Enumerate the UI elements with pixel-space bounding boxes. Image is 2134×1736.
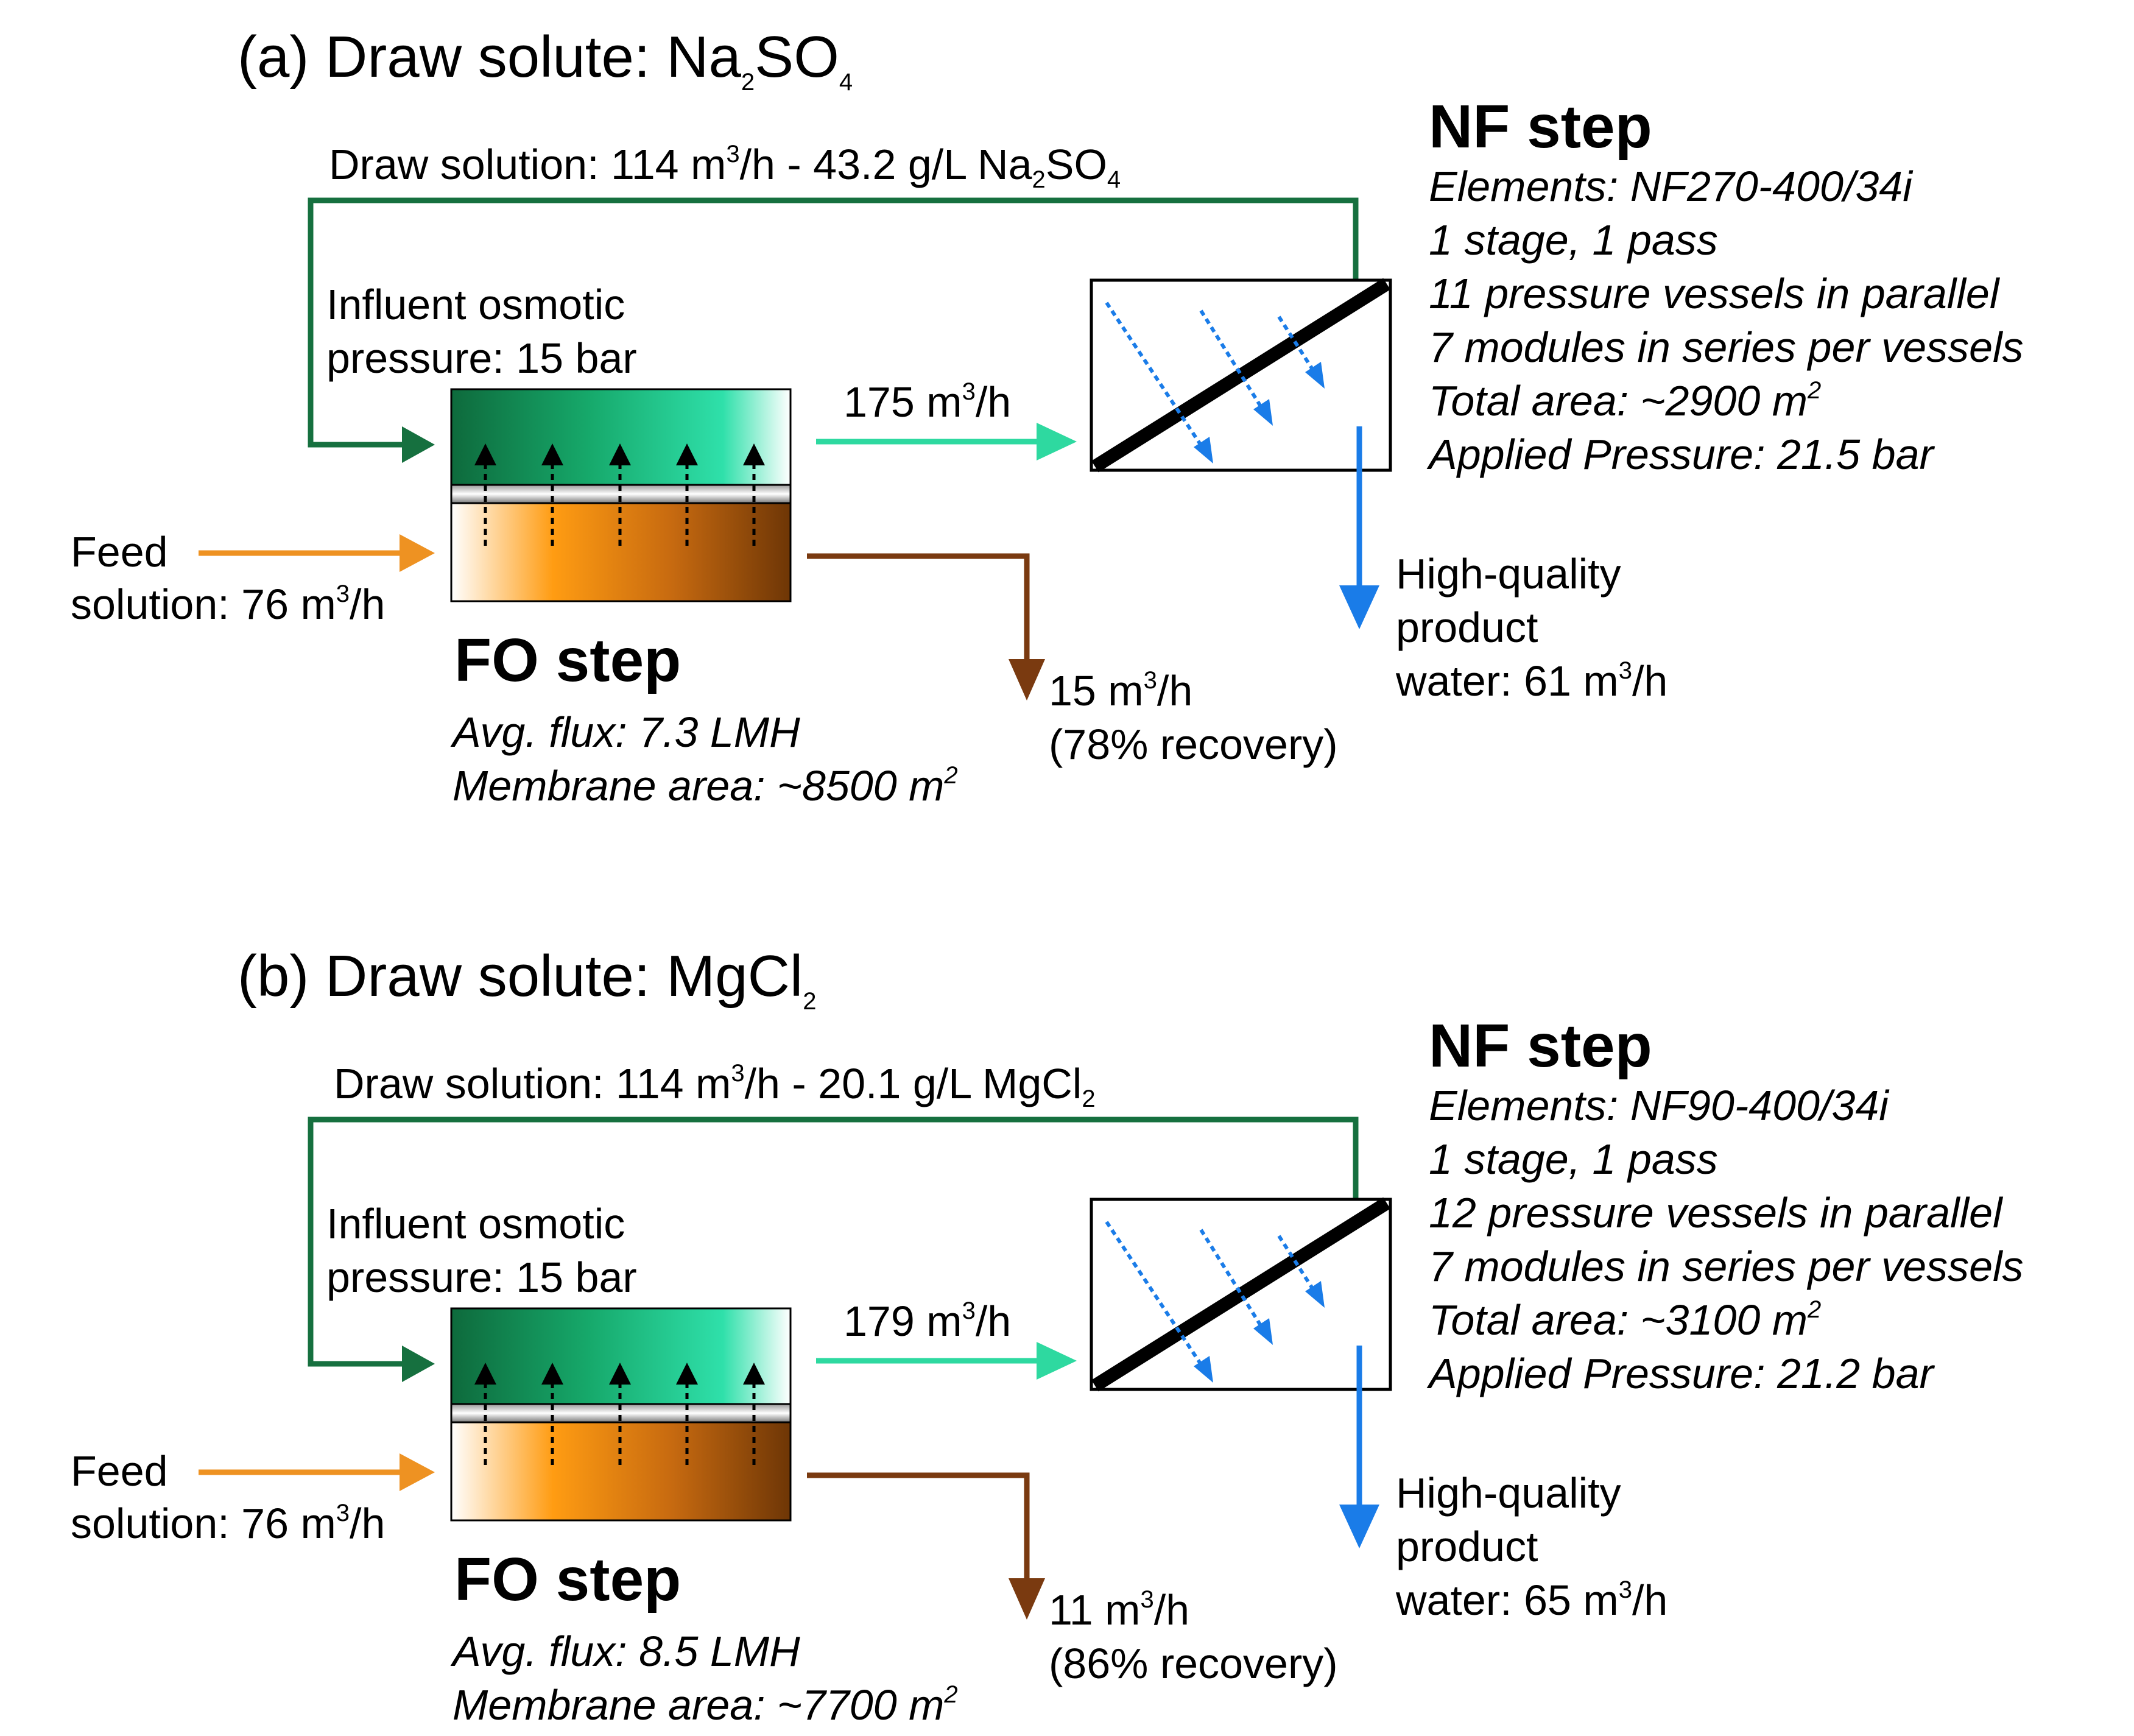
- influent-label-line1: Influent osmotic: [326, 281, 625, 328]
- concentrate-flow-label: 11 m3/h: [1049, 1586, 1189, 1634]
- nf-step-title: NF step: [1429, 93, 1652, 161]
- nf-applied-pressure: Applied Pressure: 21.2 bar: [1426, 1350, 1935, 1397]
- concentrate-flow-label: 15 m3/h: [1049, 667, 1192, 715]
- nf-step-title: NF step: [1429, 1012, 1652, 1080]
- concentrate-arrowhead: [1009, 1578, 1045, 1620]
- nf-module: [1090, 1197, 1392, 1392]
- feed-label-line2: solution: 76 m3/h: [71, 1500, 385, 1547]
- draw-to-nf-flow-label: 179 m3/h: [843, 1297, 1011, 1345]
- nf-permeation-arrows: [1105, 1221, 1325, 1383]
- fo-module: [450, 1307, 792, 1522]
- nf-applied-pressure: Applied Pressure: 21.5 bar: [1426, 431, 1935, 478]
- draw-inlet-arrowhead: [402, 426, 435, 463]
- nf-module: [1090, 278, 1392, 473]
- fo-membrane-area: Membrane area: ~8500 m2: [453, 762, 958, 810]
- nf-modules-per-vessel: 7 modules in series per vessels: [1429, 1243, 2024, 1290]
- panel-title: (a) Draw solute: Na2SO4: [238, 24, 853, 96]
- permeate-arrowhead: [1339, 585, 1379, 629]
- feed-inlet-arrowhead: [400, 534, 435, 572]
- permeate-arrowhead: [1339, 1505, 1379, 1548]
- fo-step-title: FO step: [454, 1545, 681, 1614]
- nf-total-area: Total area: ~2900 m2: [1429, 377, 1821, 425]
- draw-solution-label: Draw solution: 114 m3/h - 43.2 g/L Na2SO…: [329, 141, 1121, 193]
- nf-membrane-line: [1091, 1197, 1390, 1392]
- influent-label-line2: pressure: 15 bar: [326, 334, 637, 382]
- fo-avg-flux: Avg. flux: 7.3 LMH: [450, 708, 800, 756]
- recovery-label: (86% recovery): [1049, 1640, 1338, 1687]
- water-flux-arrows: [474, 1363, 765, 1465]
- product-label-line2: product: [1396, 604, 1538, 651]
- nf-elements: Elements: NF90-400/34i: [1429, 1082, 1890, 1129]
- product-label-line3: water: 65 m3/h: [1395, 1576, 1667, 1624]
- feed-label-line2: solution: 76 m3/h: [71, 580, 385, 628]
- feed-label-line1: Feed: [71, 1447, 168, 1495]
- nf-elements: Elements: NF270-400/34i: [1429, 163, 1914, 210]
- product-label-line3: water: 61 m3/h: [1395, 657, 1667, 705]
- panel-a: (a) Draw solute: Na2SO4 Draw solution: 1…: [71, 24, 2024, 810]
- draw-to-nf-arrowhead: [1037, 1342, 1077, 1380]
- fo-draw-channel: [450, 1307, 792, 1405]
- concentrate-arrowhead: [1009, 659, 1045, 700]
- draw-inlet-arrowhead: [402, 1346, 435, 1382]
- product-label-line1: High-quality: [1396, 550, 1621, 598]
- draw-solution-loop-line: [308, 197, 1359, 448]
- nf-pressure-vessels: 12 pressure vessels in parallel: [1429, 1189, 2004, 1237]
- draw-solution-label: Draw solution: 114 m3/h - 20.1 g/L MgCl2: [334, 1060, 1096, 1112]
- fo-membrane-area: Membrane area: ~7700 m2: [453, 1681, 958, 1729]
- concentrate-line: [807, 553, 1030, 667]
- feed-inlet-arrowhead: [400, 1453, 435, 1491]
- recovery-label: (78% recovery): [1049, 721, 1338, 768]
- influent-label-line1: Influent osmotic: [326, 1200, 625, 1247]
- panel-title: (b) Draw solute: MgCl2: [238, 944, 816, 1015]
- fo-avg-flux: Avg. flux: 8.5 LMH: [450, 1628, 800, 1675]
- nf-total-area: Total area: ~3100 m2: [1429, 1296, 1821, 1344]
- nf-membrane-line: [1091, 278, 1390, 473]
- fo-draw-channel: [450, 388, 792, 486]
- fo-step-title: FO step: [454, 626, 681, 694]
- feed-label-line1: Feed: [71, 528, 168, 576]
- fo-module: [450, 388, 792, 602]
- water-flux-arrows: [474, 443, 765, 546]
- product-label-line1: High-quality: [1396, 1469, 1621, 1517]
- draw-to-nf-flow-label: 175 m3/h: [843, 378, 1011, 426]
- product-label-line2: product: [1396, 1523, 1538, 1570]
- nf-stage-pass: 1 stage, 1 pass: [1429, 1135, 1718, 1183]
- draw-to-nf-arrowhead: [1037, 423, 1077, 460]
- nf-stage-pass: 1 stage, 1 pass: [1429, 216, 1718, 264]
- nf-permeation-arrows: [1105, 302, 1325, 464]
- draw-solution-loop-line: [308, 1117, 1359, 1367]
- influent-label-line2: pressure: 15 bar: [326, 1254, 637, 1301]
- concentrate-line: [807, 1472, 1030, 1586]
- nf-pressure-vessels: 11 pressure vessels in parallel: [1429, 270, 2001, 317]
- panel-b: (b) Draw solute: MgCl2 Draw solution: 11…: [71, 944, 2024, 1729]
- nf-modules-per-vessel: 7 modules in series per vessels: [1429, 323, 2024, 371]
